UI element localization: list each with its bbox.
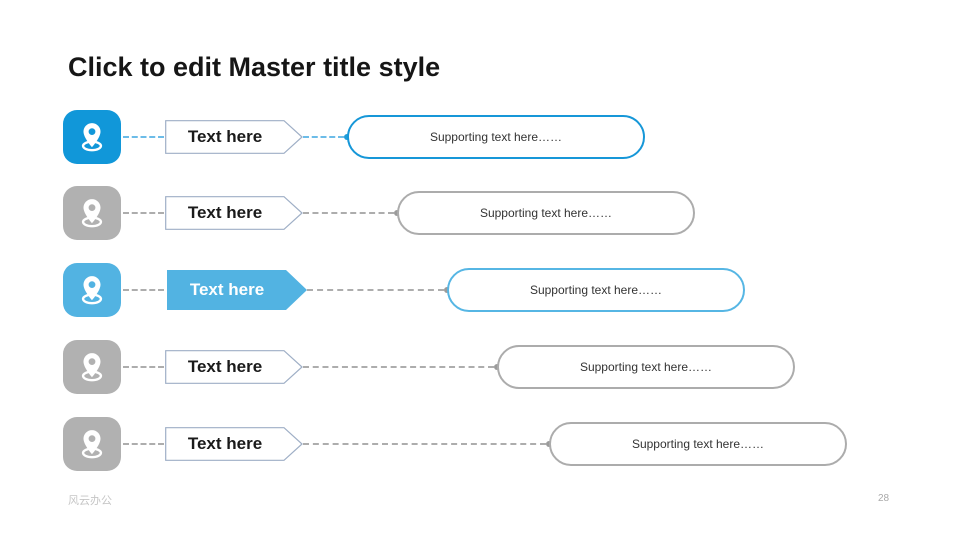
list-item: Text here Supporting text here…… (0, 110, 960, 164)
text-here-shape[interactable]: Text here (165, 350, 303, 384)
connector-dash (307, 289, 444, 291)
location-pin-icon[interactable] (63, 417, 121, 471)
supporting-text-shape[interactable]: Supporting text here…… (347, 115, 645, 159)
location-pin-icon[interactable] (63, 340, 121, 394)
text-here-label: Text here (187, 357, 263, 376)
text-here-label: Text here (189, 280, 265, 299)
text-here-label: Text here (187, 203, 263, 222)
supporting-text-label: Supporting text here…… (429, 130, 563, 144)
text-here-shape[interactable]: Text here (165, 427, 303, 461)
slide-title[interactable]: Click to edit Master title style (68, 52, 441, 82)
supporting-text-label: Supporting text here…… (529, 283, 663, 297)
location-pin-icon[interactable] (63, 263, 121, 317)
connector-dash (123, 136, 164, 138)
supporting-text-shape[interactable]: Supporting text here…… (397, 191, 695, 235)
supporting-text-label: Supporting text here…… (479, 206, 613, 220)
list-item: Text here Supporting text here…… (0, 340, 960, 394)
connector-dash (123, 443, 164, 445)
list-item: Text here Supporting text here…… (0, 186, 960, 240)
location-pin-icon[interactable] (63, 186, 121, 240)
connector-dash (123, 366, 164, 368)
text-here-shape[interactable]: Text here (167, 270, 307, 310)
connector-dash (123, 289, 164, 291)
supporting-text-shape[interactable]: Supporting text here…… (549, 422, 847, 466)
connector-dash (303, 212, 394, 214)
text-here-label: Text here (187, 434, 263, 453)
supporting-text-label: Supporting text here…… (631, 437, 765, 451)
text-here-shape[interactable]: Text here (165, 196, 303, 230)
footer-brand: 风云办公 (68, 495, 112, 507)
list-item: Text here Supporting text here…… (0, 263, 960, 317)
connector-dash (303, 136, 344, 138)
page-number: 28 (878, 493, 890, 504)
text-here-shape[interactable]: Text here (165, 120, 303, 154)
supporting-text-shape[interactable]: Supporting text here…… (497, 345, 795, 389)
list-item: Text here Supporting text here…… (0, 417, 960, 471)
location-pin-icon[interactable] (63, 110, 121, 164)
supporting-text-label: Supporting text here…… (579, 360, 713, 374)
connector-dash (303, 366, 494, 368)
text-here-label: Text here (187, 127, 263, 146)
connector-dash (123, 212, 164, 214)
supporting-text-shape[interactable]: Supporting text here…… (447, 268, 745, 312)
connector-dash (303, 443, 546, 445)
